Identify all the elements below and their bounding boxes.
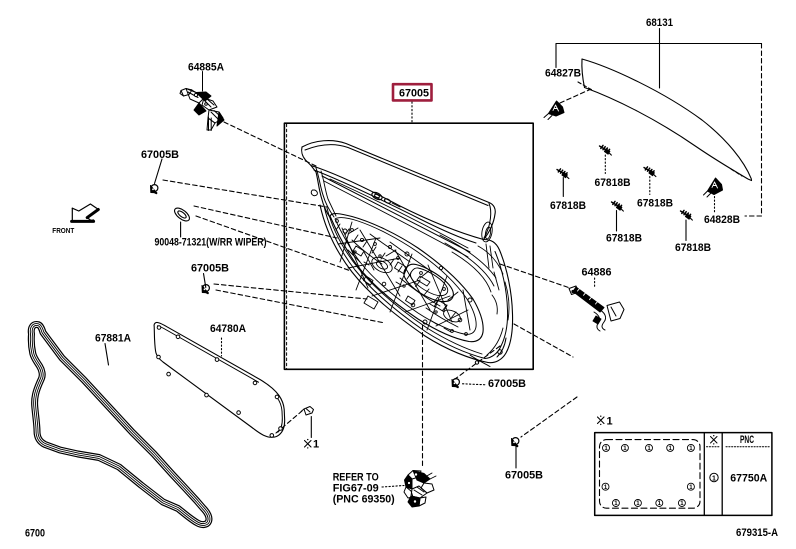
svg-text:1: 1 (607, 416, 613, 428)
svg-text:67818B: 67818B (550, 200, 586, 212)
svg-text:67005B: 67005B (191, 263, 229, 275)
svg-text:67818B: 67818B (595, 177, 631, 189)
svg-text:67005B: 67005B (488, 378, 526, 390)
svg-text:64828B: 64828B (704, 214, 740, 226)
svg-text:1: 1 (636, 501, 640, 507)
svg-text:67881A: 67881A (95, 333, 131, 345)
svg-text:1: 1 (614, 501, 618, 507)
svg-text:90048-71321(W/RR WIPER): 90048-71321(W/RR WIPER) (155, 237, 267, 249)
svg-text:1: 1 (647, 446, 651, 452)
svg-text:67750A: 67750A (730, 473, 767, 485)
svg-text:1: 1 (658, 501, 662, 507)
svg-text:1: 1 (689, 446, 693, 452)
svg-text:REFER TO: REFER TO (333, 472, 379, 484)
svg-text:67005B: 67005B (505, 470, 543, 482)
svg-text:64827B: 64827B (545, 68, 581, 80)
svg-text:68131: 68131 (646, 17, 673, 29)
svg-text:64885A: 64885A (188, 62, 224, 74)
svg-text:FRONT: FRONT (52, 228, 75, 235)
svg-text:(PNC 69350): (PNC 69350) (333, 494, 395, 506)
svg-text:67818B: 67818B (637, 197, 673, 209)
svg-text:6700: 6700 (25, 528, 45, 540)
svg-text:1: 1 (604, 485, 608, 491)
svg-text:1: 1 (669, 446, 673, 452)
svg-text:PNC: PNC (740, 434, 754, 446)
svg-text:1: 1 (313, 439, 319, 451)
svg-text:1: 1 (604, 446, 608, 452)
svg-text:1: 1 (680, 501, 684, 507)
svg-text:FIG67-09: FIG67-09 (333, 482, 379, 494)
svg-text:679315-A: 679315-A (736, 527, 778, 539)
svg-text:67005: 67005 (399, 87, 429, 99)
svg-text:1: 1 (689, 485, 693, 491)
svg-text:67818B: 67818B (675, 242, 711, 254)
svg-text:1: 1 (623, 446, 627, 452)
svg-text:64780A: 64780A (210, 323, 246, 335)
svg-text:67005B: 67005B (141, 149, 179, 161)
svg-text:1: 1 (712, 476, 716, 483)
svg-text:67818B: 67818B (606, 233, 642, 245)
svg-text:64886: 64886 (582, 267, 612, 279)
